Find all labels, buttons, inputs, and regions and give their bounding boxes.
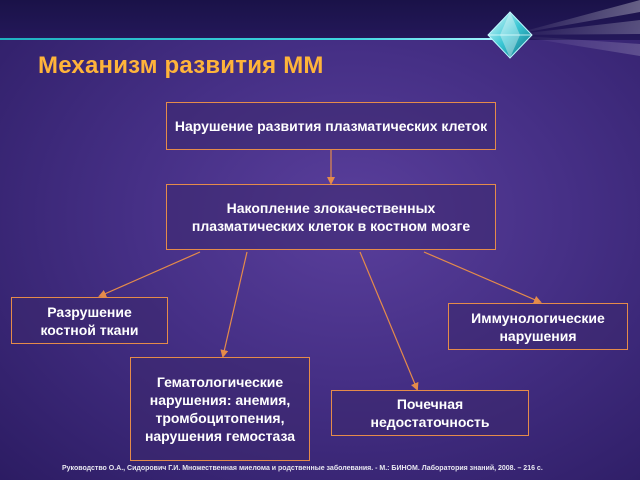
node-renal-failure-label: Почечная недостаточность — [370, 396, 490, 430]
accent-line — [0, 38, 500, 40]
arrow-to-immunologic — [423, 251, 542, 304]
node-bone-destruction-label: Разрушение костной ткани — [40, 303, 139, 338]
node-renal-failure: Почечная недостаточность — [331, 390, 529, 436]
node-hematologic-label: Гематологические нарушения: анемия, тром… — [144, 374, 296, 444]
source-citation: Руководство О.А., Сидорович Г.И. Множест… — [62, 465, 543, 472]
node-accumulation: Накопление злокачественных плазматически… — [166, 184, 496, 250]
arrow-to-hematologic — [220, 251, 248, 358]
node-immunologic: Иммунологические нарушения — [448, 303, 628, 350]
arrow-to-bone-destruction — [98, 251, 201, 298]
node-immunologic-label: Иммунологические нарушения — [471, 309, 605, 344]
node-bone-destruction: Разрушение костной ткани — [11, 297, 168, 344]
crystal-icon — [487, 0, 640, 59]
slide-title: Механизм развития ММ — [38, 52, 324, 79]
node-hematologic: Гематологические нарушения: анемия, тром… — [130, 357, 310, 461]
arrow-to-renal-failure — [359, 251, 419, 391]
node-disruption-label: Нарушение развития плазматических клеток — [174, 118, 488, 134]
node-disruption: Нарушение развития плазматических клеток — [166, 102, 496, 150]
node-accumulation-label: Накопление злокачественных плазматически… — [191, 200, 471, 234]
